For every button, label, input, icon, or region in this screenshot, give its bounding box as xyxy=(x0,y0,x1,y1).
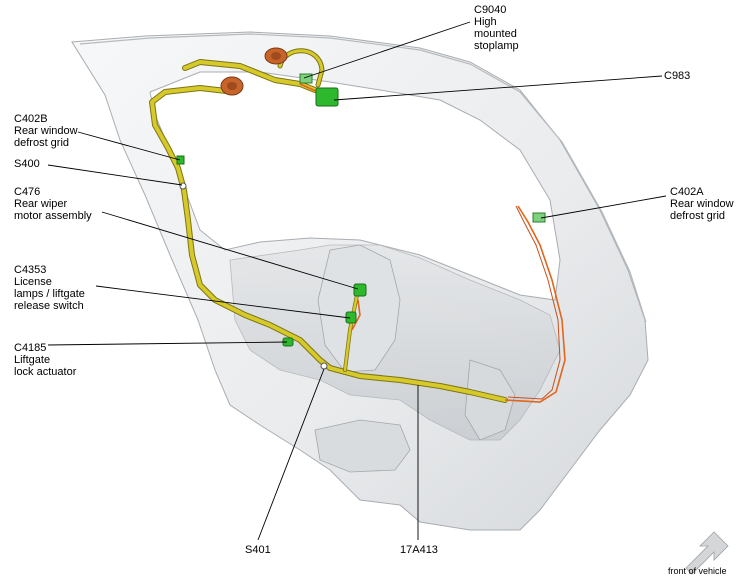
right-recess xyxy=(464,359,516,441)
callout-line: Liftgate xyxy=(14,354,51,366)
callout-c983: C983 xyxy=(664,70,690,82)
callout-line: S400 xyxy=(14,158,40,170)
callout-line: C4353 xyxy=(14,264,47,276)
connector-c983 xyxy=(315,87,339,107)
callout-line: C476 xyxy=(14,186,41,198)
connector-c476 xyxy=(353,283,367,297)
connector-c402b xyxy=(176,155,185,165)
top-edge xyxy=(79,33,647,323)
callout-line: High xyxy=(474,16,497,28)
callout-line: C4185 xyxy=(14,342,47,354)
callout-s401: S401 xyxy=(245,544,271,556)
front-of-vehicle-label: front of vehicle xyxy=(668,566,727,576)
grommets xyxy=(220,47,288,96)
callout-line: S401 xyxy=(245,544,271,556)
leader-lines xyxy=(47,21,667,541)
callout-line: motor assembly xyxy=(14,210,92,222)
callout-line: C9040 xyxy=(474,4,507,16)
callout-line: C402B xyxy=(14,113,48,125)
callout-line: 17A413 xyxy=(400,544,438,556)
callout-line: mounted xyxy=(474,28,517,40)
callout-s400: S400 xyxy=(14,158,40,170)
connectors xyxy=(176,73,546,370)
arrow-down-left-icon xyxy=(685,531,729,575)
callout-line: Rear wiper xyxy=(14,198,68,210)
callout-line: Rear window xyxy=(670,198,734,210)
callout-line: lock actuator xyxy=(14,366,77,378)
callout-line: License xyxy=(14,276,52,288)
connector-c9040 xyxy=(299,73,313,84)
callout-line: C402A xyxy=(670,186,704,198)
callout-line: defrost grid xyxy=(14,137,70,149)
callout-line: Rear window xyxy=(14,125,78,137)
callout-line: stoplamp xyxy=(474,40,519,52)
splice-s401 xyxy=(320,362,328,370)
callout-line: defrost grid xyxy=(670,210,726,222)
callout-line: lamps / liftgate xyxy=(14,288,85,300)
callout-line: release switch xyxy=(14,300,84,312)
callout-line: C983 xyxy=(664,70,691,82)
callout-17a413: 17A413 xyxy=(400,544,438,556)
lower-recess xyxy=(314,419,411,473)
splice-s400 xyxy=(179,182,187,190)
